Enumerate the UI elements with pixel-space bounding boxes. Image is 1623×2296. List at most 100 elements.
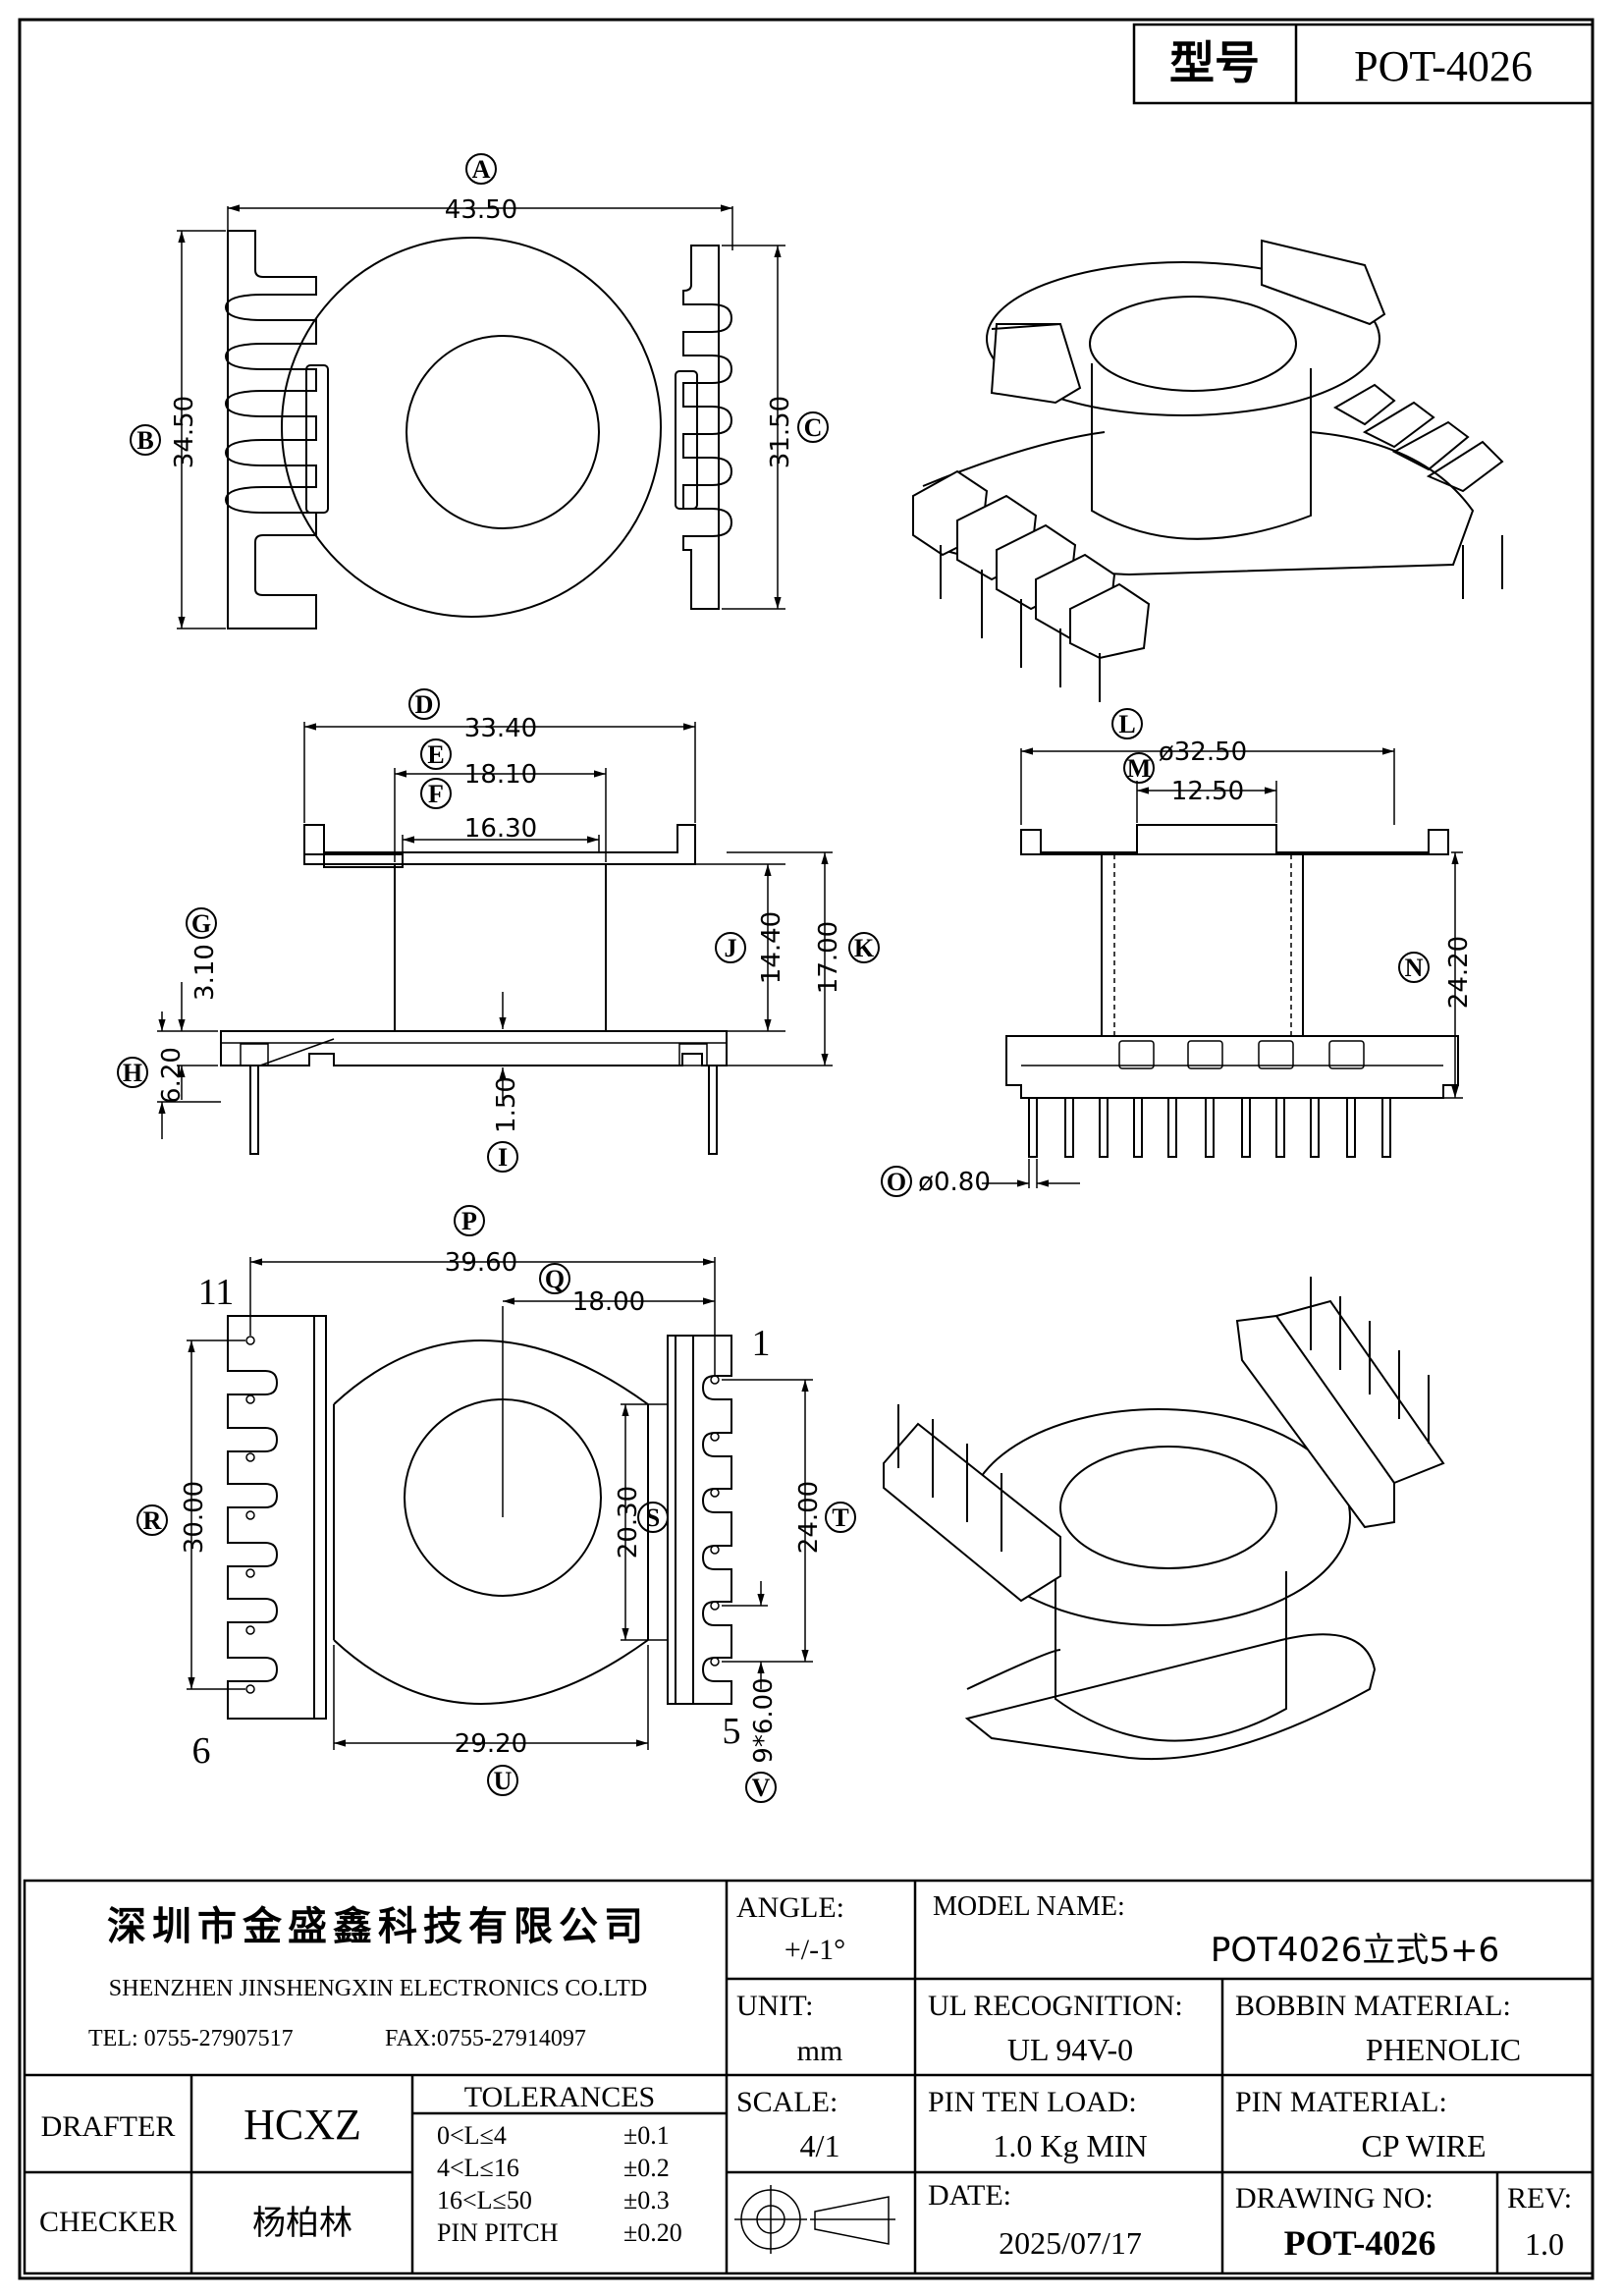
pin-5-label: 5 (723, 1711, 741, 1752)
tolerances-label: TOLERANCES (464, 2081, 655, 2113)
isometric-view-bottom (883, 1277, 1445, 1761)
left-pin (249, 1065, 259, 1155)
unit-label: UNIT: (736, 1990, 814, 2022)
bottom-flange (220, 1030, 728, 1066)
svg-text:F: F (428, 780, 444, 808)
balloon-M: M (1123, 752, 1155, 784)
bobbin-material-label: BOBBIN MATERIAL: (1235, 1990, 1511, 2022)
tol-range-2: 16<L≤50 (437, 2186, 532, 2214)
svg-text:N: N (1405, 954, 1424, 982)
company-name-en: SHENZHEN JINSHENGXIN ELECTRONICS CO.LTD (109, 1976, 647, 2001)
tol-value-1: ±0.2 (623, 2154, 670, 2182)
balloon-K: K (848, 932, 880, 963)
pin-11-label: 11 (198, 1272, 235, 1313)
balloon-T: T (825, 1502, 856, 1533)
model-name-value: POT4026立式5+6 (1211, 1931, 1499, 1970)
balloon-L: L (1111, 708, 1143, 739)
dim-L-value: ø32.50 (1159, 738, 1247, 767)
unit-value: mm (797, 2035, 843, 2067)
date-label: DATE: (928, 2179, 1011, 2212)
right-pin-comb (682, 245, 733, 610)
svg-text:J: J (725, 934, 737, 962)
side-bottom-flange (1005, 1035, 1459, 1099)
bottom-right-strip (667, 1335, 732, 1705)
model-code: POT-4026 (1354, 42, 1533, 90)
model-name-label: MODEL NAME: (933, 1891, 1125, 1922)
tolerance-table: 0<L≤4 ±0.1 4<L≤16 ±0.2 16<L≤50 ±0.3 PIN … (437, 2121, 682, 2247)
tol-value-2: ±0.3 (623, 2186, 670, 2214)
svg-text:G: G (191, 909, 211, 938)
company-name-cn: 深圳市金盛鑫科技有限公司 (107, 1904, 649, 1949)
tol-range-3: PIN PITCH (437, 2218, 559, 2247)
dim-F-value: 16.30 (464, 814, 537, 844)
svg-text:M: M (1127, 754, 1152, 783)
checker-value: 杨柏林 (252, 2204, 352, 2243)
balloon-P: P (454, 1205, 485, 1236)
side-view (1005, 824, 1459, 1158)
svg-text:D: D (415, 690, 434, 719)
pin-material-label: PIN MATERIAL: (1235, 2086, 1447, 2118)
bottom-right-wall (675, 1335, 694, 1705)
isometric-view-top (912, 239, 1504, 702)
pin-6-label: 6 (192, 1730, 211, 1772)
balloon-F: F (420, 778, 452, 809)
balloon-Q: Q (539, 1263, 570, 1294)
core-hole (406, 335, 600, 529)
rev-label: REV: (1507, 2182, 1572, 2214)
balloon-A: A (465, 153, 497, 185)
scale-value: 4/1 (800, 2128, 840, 2163)
dim-M-value: 12.50 (1171, 777, 1244, 806)
svg-text:Q: Q (545, 1265, 565, 1293)
flange-outline (281, 237, 662, 618)
balloon-I: I (487, 1141, 518, 1173)
svg-text:L: L (1118, 710, 1135, 738)
balloon-E: E (420, 738, 452, 770)
tol-value-3: ±0.20 (623, 2218, 682, 2247)
dim-Q-value: 18.00 (572, 1287, 645, 1317)
dim-C-value: 31.50 (766, 396, 795, 468)
dim-B-value: 34.50 (170, 396, 199, 468)
svg-text:I: I (498, 1143, 508, 1172)
right-slot (675, 370, 698, 510)
balloon-C: C (797, 411, 829, 443)
balloon-J: J (715, 932, 746, 963)
checker-label: CHECKER (39, 2206, 177, 2238)
bottom-view (227, 1306, 732, 1720)
tol-range-0: 0<L≤4 (437, 2121, 507, 2150)
balloon-S: S (637, 1502, 669, 1533)
drawing-no-label: DRAWING NO: (1235, 2182, 1434, 2214)
top-view (224, 230, 733, 629)
side-top-flange (1020, 824, 1449, 855)
dimension-values: 43.50 34.50 31.50 33.40 18.10 16.30 3.10… (157, 195, 1474, 1764)
dim-R-value: 30.00 (180, 1481, 209, 1554)
sheet-border (18, 18, 1595, 2280)
dim-K-value: 17.00 (814, 921, 843, 994)
svg-text:O: O (887, 1168, 906, 1196)
drawing-no-value: POT-4026 (1284, 2223, 1436, 2263)
balloon-V: V (745, 1772, 777, 1803)
front-view (220, 824, 728, 1155)
dim-I-value: 1.50 (492, 1076, 521, 1133)
pin-1-label: 1 (752, 1323, 771, 1364)
date-value: 2025/07/17 (999, 2225, 1142, 2261)
svg-text:R: R (143, 1506, 162, 1535)
pin-load-label: PIN TEN LOAD: (928, 2086, 1137, 2118)
dim-N-value: 24.20 (1444, 936, 1474, 1009)
model-header: 型号 POT-4026 (1132, 23, 1595, 105)
dim-A-value: 43.50 (445, 195, 517, 225)
balloon-B: B (130, 424, 161, 456)
svg-text:T: T (832, 1503, 848, 1532)
bobbin-material-value: PHENOLIC (1366, 2032, 1521, 2067)
svg-text:P: P (461, 1207, 477, 1235)
scale-label: SCALE: (736, 2086, 838, 2118)
balloon-D: D (408, 688, 440, 720)
dim-U-value: 29.20 (455, 1729, 527, 1759)
bottom-left-wall (313, 1315, 327, 1720)
tol-range-1: 4<L≤16 (437, 2154, 519, 2182)
dim-D-value: 33.40 (464, 714, 537, 743)
dim-G-value: 3.10 (190, 944, 220, 1001)
svg-text:C: C (804, 413, 823, 442)
svg-text:H: H (123, 1059, 142, 1087)
angle-value: +/-1° (784, 1934, 845, 1966)
dim-H-value: 6.20 (157, 1047, 187, 1104)
